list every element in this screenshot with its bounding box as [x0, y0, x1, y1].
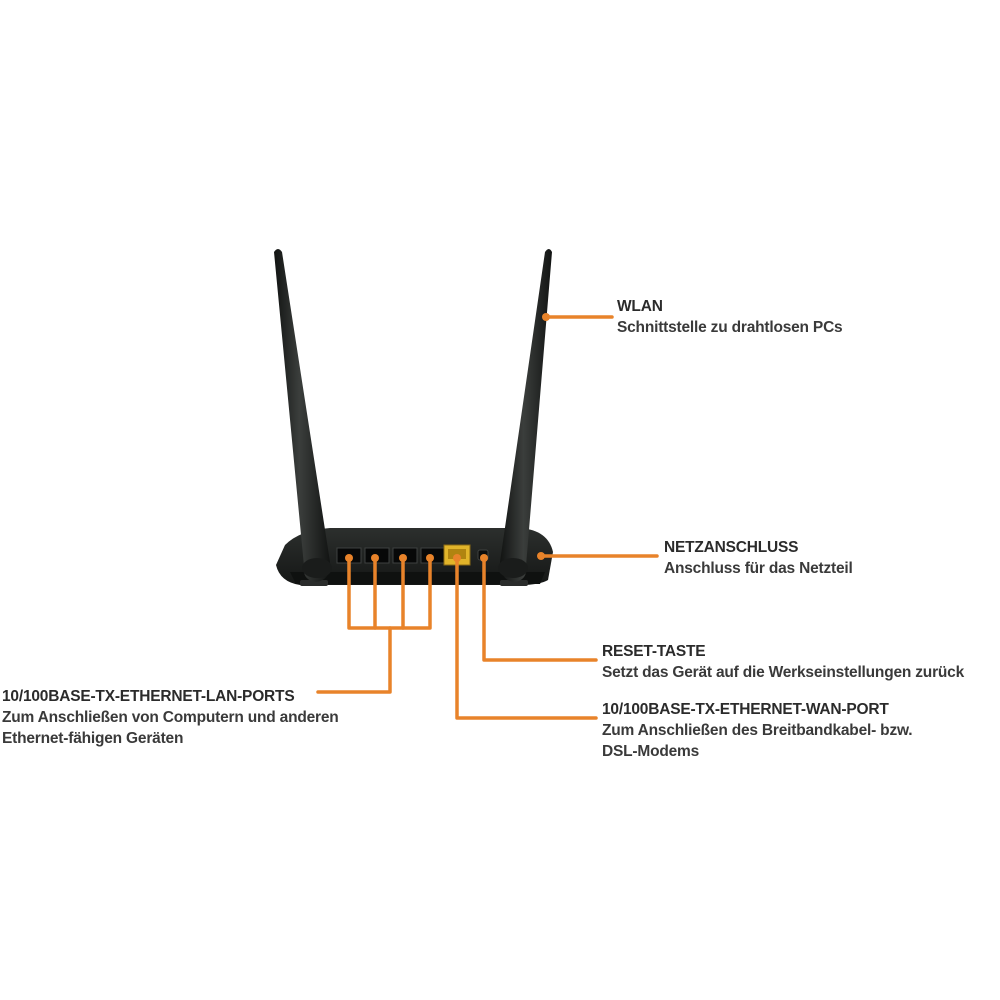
wan-callout: 10/100BASE-TX-ETHERNET-WAN-PORT Zum Ansc… — [602, 699, 982, 762]
power-description: Anschluss für das Netzteil — [664, 560, 853, 577]
callout-lines — [316, 313, 659, 720]
right-antenna — [498, 249, 552, 582]
wan-description-line1: Zum Anschließen des Breitbandkabel- bzw. — [602, 722, 913, 739]
reset-callout: RESET-TASTE Setzt das Gerät auf die Werk… — [602, 641, 964, 683]
lan-description-line2: Ethernet-fähigen Geräten — [2, 730, 184, 747]
wlan-description: Schnittstelle zu drahtlosen PCs — [617, 319, 843, 336]
wan-callout-line — [455, 556, 598, 720]
wan-description-line2: DSL-Modems — [602, 743, 700, 760]
lan-title: 10/100BASE-TX-ETHERNET-LAN-PORTS — [2, 688, 295, 705]
power-callout: NETZANSCHLUSS Anschluss für das Netzteil — [664, 537, 853, 579]
power-title: NETZANSCHLUSS — [664, 539, 799, 556]
left-antenna — [274, 249, 332, 582]
wlan-title: WLAN — [617, 298, 663, 315]
reset-title: RESET-TASTE — [602, 643, 706, 660]
lan-callout: 10/100BASE-TX-ETHERNET-LAN-PORTS Zum Ans… — [2, 686, 382, 749]
wan-title: 10/100BASE-TX-ETHERNET-WAN-PORT — [602, 701, 889, 718]
lan-description-line1: Zum Anschließen von Computern und andere… — [2, 709, 339, 726]
reset-description: Setzt das Gerät auf die Werkseinstellung… — [602, 664, 965, 681]
reset-callout-line — [482, 556, 598, 662]
wlan-callout: WLAN Schnittstelle zu drahtlosen PCs — [617, 296, 843, 338]
